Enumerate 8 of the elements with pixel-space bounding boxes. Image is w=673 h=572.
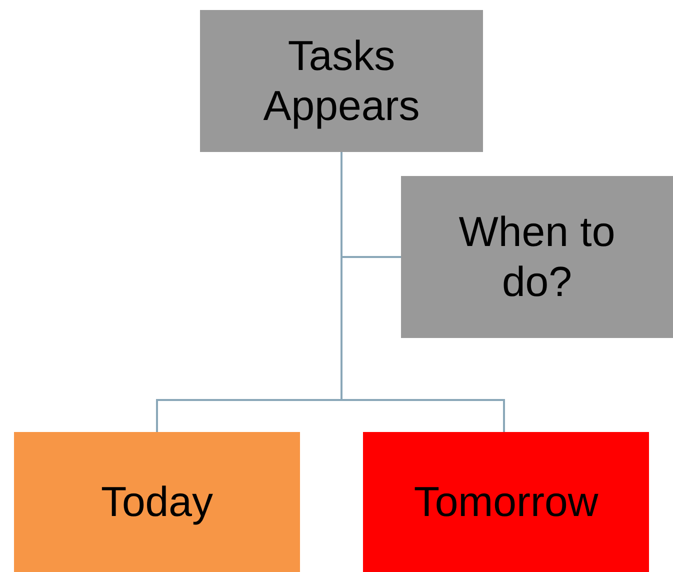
process-box xyxy=(363,432,649,572)
node-label: Today xyxy=(100,476,214,527)
process-box xyxy=(200,10,483,152)
node-label: When to do? xyxy=(458,206,616,307)
process-box xyxy=(14,432,300,572)
process-box xyxy=(401,176,673,338)
node-label: Tasks Appears xyxy=(262,30,421,131)
node-label: Tomorrow xyxy=(414,476,598,527)
